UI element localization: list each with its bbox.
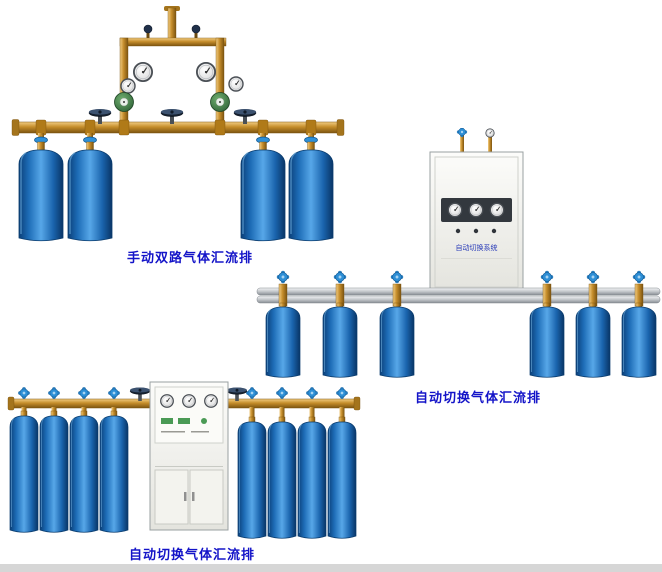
gas-cylinder xyxy=(69,410,99,533)
station-valve-knob xyxy=(276,270,290,284)
gas-cylinder xyxy=(39,410,69,533)
station-valve-knob xyxy=(333,270,347,284)
caption-manual-dual-manifold: 手动双路气体汇流排 xyxy=(126,250,253,265)
station-valve-knob xyxy=(245,386,259,400)
inlet-gauge xyxy=(485,128,495,138)
auto-switch-floor-manifold-illustration xyxy=(7,381,361,539)
cabinet-door-right xyxy=(189,469,224,525)
gas-cylinder xyxy=(297,416,327,539)
cylinder-station xyxy=(529,270,565,378)
gas-cylinder xyxy=(327,416,357,539)
top-valve-knob-right xyxy=(191,24,201,38)
bottom-divider-strip xyxy=(0,564,662,572)
manifold-rail xyxy=(256,287,661,304)
outlet-riser-pipe xyxy=(167,7,177,43)
green-button xyxy=(201,418,207,424)
gas-cylinder xyxy=(9,410,39,533)
top-header-pipe xyxy=(119,37,227,47)
cylinder-station xyxy=(621,270,657,378)
gas-cylinder xyxy=(379,302,415,378)
station-valve-knob xyxy=(335,386,349,400)
cylinder-station xyxy=(379,270,415,378)
manifold-top-assembly xyxy=(119,6,227,47)
indicator-light xyxy=(491,228,497,234)
cylinder-station xyxy=(322,270,358,378)
indicator-light xyxy=(473,228,479,234)
panel-gauge xyxy=(468,202,484,218)
cabinet-door-left xyxy=(154,469,189,525)
panel-gauge xyxy=(447,202,463,218)
control-cabinet xyxy=(149,381,229,531)
panel-gauge xyxy=(489,202,505,218)
panel-gauge xyxy=(182,394,196,408)
cabinet-inlet-pipe xyxy=(488,130,492,154)
pressure-gauge xyxy=(132,61,154,83)
manual-dual-manifold-illustration xyxy=(11,6,345,242)
top-valve-knob-left xyxy=(143,24,153,38)
station-valve-knob xyxy=(47,386,61,400)
station-valve-knob xyxy=(77,386,91,400)
panel-gauge xyxy=(204,394,218,408)
door-handle xyxy=(192,492,195,501)
indicator-light xyxy=(455,228,461,234)
cabinet-label: 自动切换系统 xyxy=(456,243,498,252)
station-valve-knob xyxy=(632,270,646,284)
inlet-valve-knob xyxy=(456,128,468,138)
caption-auto-switch-floor: 自动切换气体汇流排 xyxy=(128,547,255,562)
gas-cylinder xyxy=(18,136,64,242)
cylinder-station xyxy=(575,270,611,378)
station-valve-knob xyxy=(107,386,121,400)
pressure-regulator-right xyxy=(195,37,244,125)
station-valve-knob xyxy=(275,386,289,400)
manifold-main-pipe xyxy=(11,119,345,136)
pressure-regulator-left xyxy=(114,37,154,125)
station-valve-knob xyxy=(390,270,404,284)
cylinder-station xyxy=(265,270,301,378)
station-valve-knob xyxy=(540,270,554,284)
cabinet-inlet-pipe xyxy=(460,130,464,154)
green-indicator xyxy=(178,418,190,424)
pressure-gauge xyxy=(195,61,217,83)
gas-cylinder xyxy=(67,136,113,242)
pressure-gauge xyxy=(228,76,244,92)
gas-cylinder xyxy=(265,302,301,378)
gas-cylinder xyxy=(322,302,358,378)
gas-cylinder xyxy=(237,416,267,539)
door-handle xyxy=(184,492,187,501)
gas-cylinder xyxy=(621,302,657,378)
control-cabinet: 自动切换系统 xyxy=(429,151,524,293)
panel-gauge xyxy=(160,394,174,408)
auto-switch-wall-manifold-illustration: 自动切换系统 xyxy=(256,128,661,378)
pressure-gauge xyxy=(120,78,136,94)
right-cylinder-bank xyxy=(237,386,357,539)
gas-cylinder xyxy=(267,416,297,539)
caption-auto-switch-wall: 自动切换气体汇流排 xyxy=(414,390,541,405)
gas-cylinder xyxy=(575,302,611,378)
station-valve-knob xyxy=(586,270,600,284)
gas-cylinder xyxy=(529,302,565,378)
station-valve-knob xyxy=(17,386,31,400)
gas-cylinder xyxy=(99,410,129,533)
green-indicator xyxy=(161,418,173,424)
station-valve-knob xyxy=(305,386,319,400)
left-cylinder-bank xyxy=(9,386,129,533)
